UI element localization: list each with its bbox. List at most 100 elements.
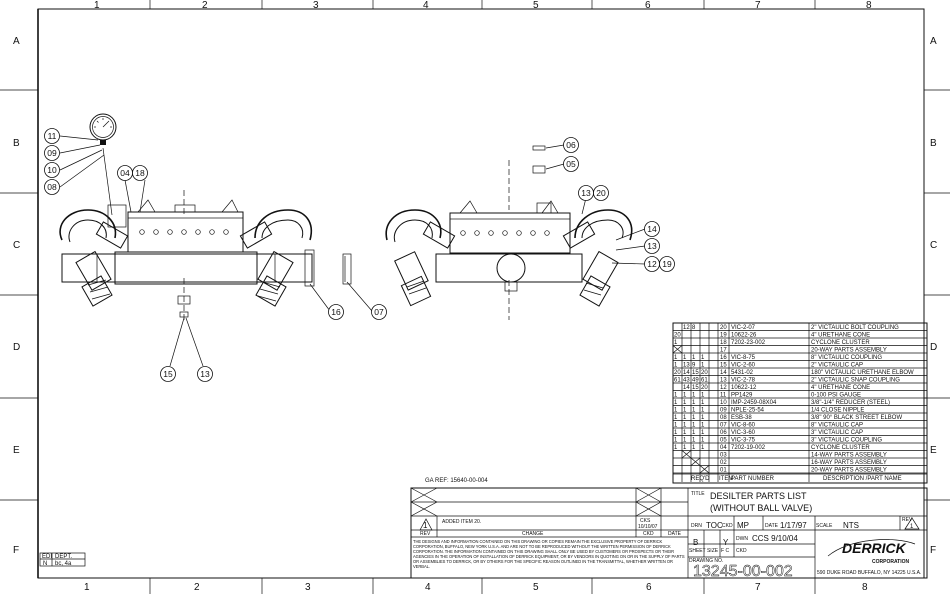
balloon-13-left: 13 (197, 366, 213, 382)
col-label-7-top: 7 (755, 0, 761, 11)
bom-qty: 1 (692, 415, 696, 421)
bom-qty: 1 (701, 363, 705, 369)
row-label-F-left: F (13, 545, 19, 556)
title-block: TITLE ADDED ITEM 20. CKS 10/10/07 REV CH… (410, 487, 928, 580)
right-view-assembly (385, 145, 633, 320)
bom-description: 0-100 PSI GAUGE (811, 393, 861, 399)
bom-qty: 1 (692, 393, 696, 399)
bom-item: 17 (720, 348, 727, 354)
balloon-18: 18 (132, 165, 148, 181)
bom-qty: 14 (683, 370, 690, 376)
svg-text:06: 06 (566, 140, 576, 150)
scale-value: NTS (843, 521, 859, 530)
bom-qty: 1 (701, 393, 705, 399)
rev-change-text: ADDED ITEM 20. (442, 519, 481, 525)
bom-description: 20-WAY PARTS ASSEMBLY (811, 348, 887, 354)
svg-text:14: 14 (647, 224, 657, 234)
bom-part-number: VIC-3-75 (731, 438, 756, 444)
bom-qty: 1 (701, 408, 705, 414)
bom-description: 4" URETHANE CONE (811, 385, 870, 391)
balloon-08: 08 (44, 179, 60, 195)
bom-item: 08 (720, 415, 727, 421)
bom-item: 11 (720, 393, 727, 399)
col-label-1-top: 1 (94, 0, 100, 11)
bom-qty: 1 (701, 400, 705, 406)
bom-qty: 1 (692, 400, 696, 406)
col-label-3-bottom: 3 (305, 582, 311, 593)
svg-text:11: 11 (48, 131, 57, 141)
col-label-3-top: 3 (313, 0, 319, 11)
svg-text:10: 10 (47, 165, 57, 175)
bom-qty: 20 (701, 370, 708, 376)
bom-item: 12 (720, 385, 727, 391)
bom-qty: 1 (701, 438, 705, 444)
svg-text:13: 13 (647, 241, 657, 251)
bom-item: 04 (720, 445, 727, 451)
bom-item: 05 (720, 438, 727, 444)
bom-part-number: VIC-2-78 (731, 378, 756, 384)
drawing-number: 13245-00-002 (693, 563, 793, 580)
svg-text:13: 13 (581, 188, 591, 198)
bom-qty: 1 (674, 430, 678, 436)
bom-item: 03 (720, 453, 727, 459)
bom-part-number: 7202-23-002 (731, 340, 766, 346)
date-col-label: DATE (668, 531, 682, 537)
col-label-8-bottom: 8 (862, 582, 868, 593)
row-label-A-right: A (930, 36, 937, 47)
bom-item: 20 (720, 325, 727, 331)
svg-text:DEPT.: DEPT. (55, 554, 72, 560)
svg-text:19: 19 (662, 259, 672, 269)
bom-qty: 1 (692, 408, 696, 414)
svg-text:EDI: EDI (42, 554, 52, 560)
bom-qty: 1 (692, 423, 696, 429)
bom-qty: 1 (674, 445, 678, 451)
svg-text:07: 07 (374, 307, 384, 317)
bom-qty: 8 (692, 325, 696, 331)
appr-value: CCS 9/10/04 (752, 534, 798, 543)
bom-qty: 43 (683, 378, 690, 384)
bom-part-number: ESB-38 (731, 415, 752, 421)
bom-qty: 1 (674, 355, 678, 361)
bom-qty: 1 (683, 430, 687, 436)
col-label-8-top: 8 (866, 0, 872, 11)
bom-item: 02 (720, 460, 727, 466)
date-label: DATE (765, 523, 779, 529)
bom-qty: 1 (674, 400, 678, 406)
bom-description: 20-WAY PARTS ASSEMBLY (811, 468, 887, 474)
date-value: 1/17/97 (780, 521, 807, 530)
balloon-09: 09 (44, 145, 60, 161)
bom-part-number: 10622-12 (731, 385, 757, 391)
bom-part-number: VIC-2-07 (731, 325, 756, 331)
drn-label: DRN (691, 523, 702, 529)
sheet-size-label: SHEET SIZE (689, 548, 719, 554)
bom-description: 3" VICTAULIC COUPLING (811, 438, 882, 444)
company-name: DERRICK (842, 540, 907, 556)
col-label-4-bottom: 4 (425, 582, 431, 593)
bom-qty: 15 (692, 385, 699, 391)
col-label-6-bottom: 6 (646, 582, 652, 593)
col-label-7-bottom: 7 (755, 582, 761, 593)
bom-part-number: VIC-3-60 (731, 430, 756, 436)
col-label-5-top: 5 (533, 0, 539, 11)
bom-header-item: ITEM (719, 476, 733, 482)
title-line-1: DESILTER PARTS LIST (710, 491, 807, 501)
row-label-D-right: D (930, 342, 937, 353)
bom-qty: 1 (674, 415, 678, 421)
bom-qty: 1 (683, 423, 687, 429)
col-label-4-top: 4 (423, 0, 429, 11)
balloon-15: 15 (160, 366, 176, 382)
scale-label: SCALE (816, 523, 833, 529)
bom-item: 07 (720, 423, 727, 429)
bom-description: 3" VICTAULIC CAP (811, 430, 863, 436)
company-corporation: CORPORATION (872, 559, 910, 565)
svg-text:09: 09 (47, 148, 57, 158)
balloon-05: 05 (563, 156, 579, 172)
bom-qty: 1 (683, 355, 687, 361)
rev-box-label: REV (902, 517, 913, 523)
row-label-F-right: F (930, 545, 936, 556)
bom-qty: 1 (692, 438, 696, 444)
title-line-2: (WITHOUT BALL VALVE) (710, 503, 812, 513)
balloon-13-right-lower: 13 (644, 238, 660, 254)
bom-qty: 1 (674, 340, 678, 346)
